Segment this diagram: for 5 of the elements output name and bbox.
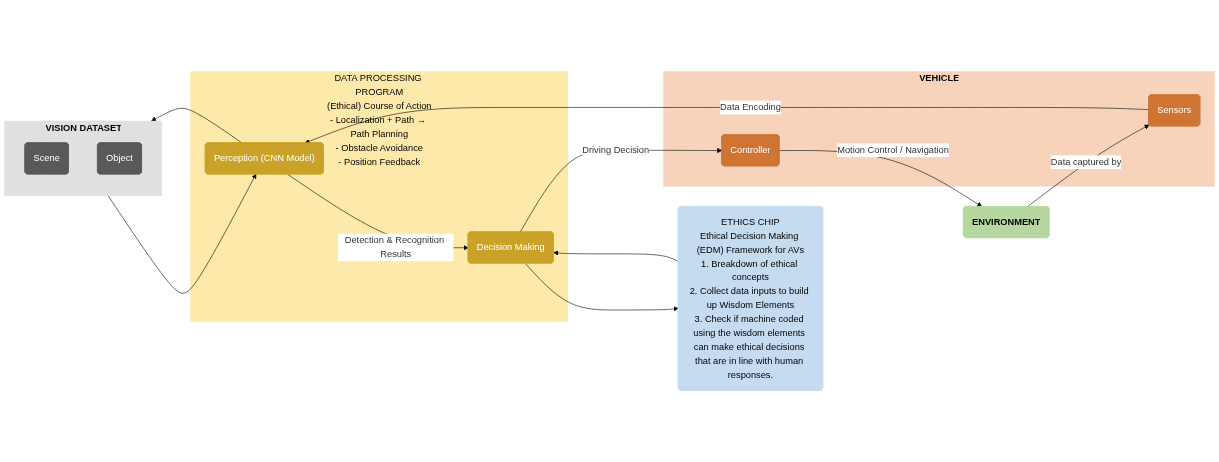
edge-label: Data captured by (1050, 157, 1122, 167)
edge-label: Data Encoding (720, 102, 781, 113)
edge-label: Detection & Recognition Results (344, 235, 445, 260)
edge-label: Motion Control / Navigation (837, 145, 949, 155)
edge-label: Driving Decision (582, 145, 650, 155)
